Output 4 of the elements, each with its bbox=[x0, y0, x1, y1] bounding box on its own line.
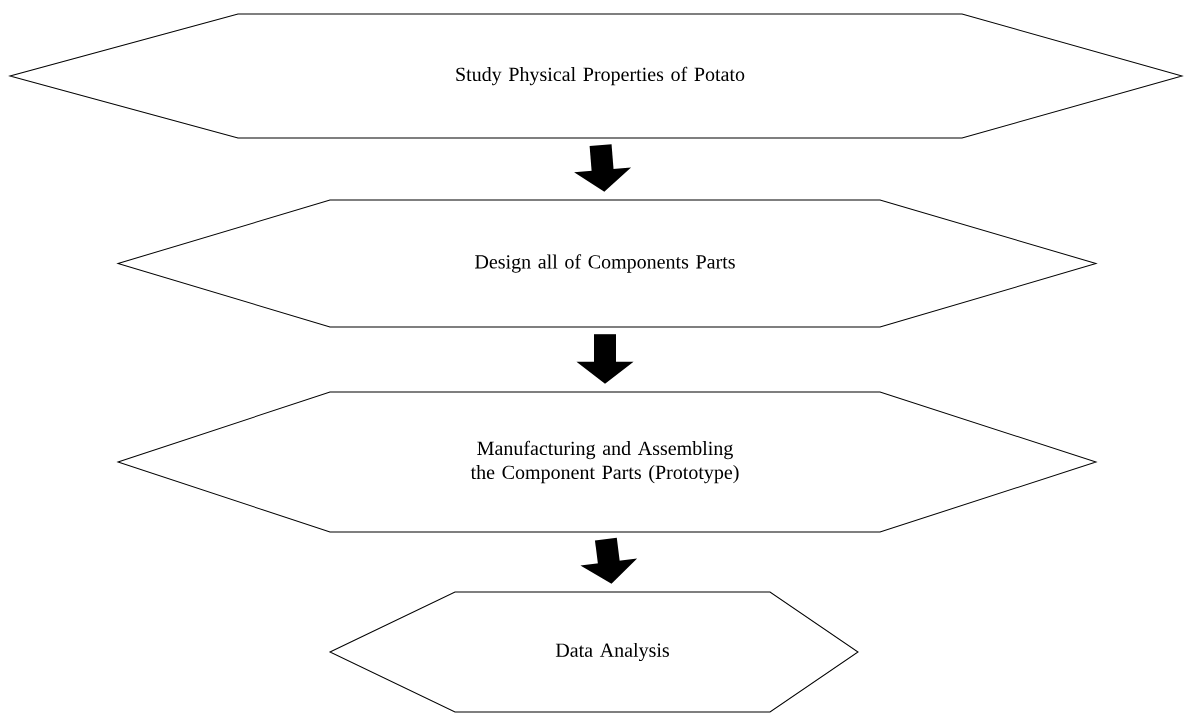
hexagon-box: Manufacturing and Assembling the Component Parts (Prototype) bbox=[117, 391, 1097, 533]
hexagon-box: Study Physical Properties of Potato bbox=[9, 13, 1183, 139]
hexagon-box: Design all of Components Parts bbox=[117, 199, 1097, 328]
hexagon-box: Data Analysis bbox=[329, 591, 859, 713]
